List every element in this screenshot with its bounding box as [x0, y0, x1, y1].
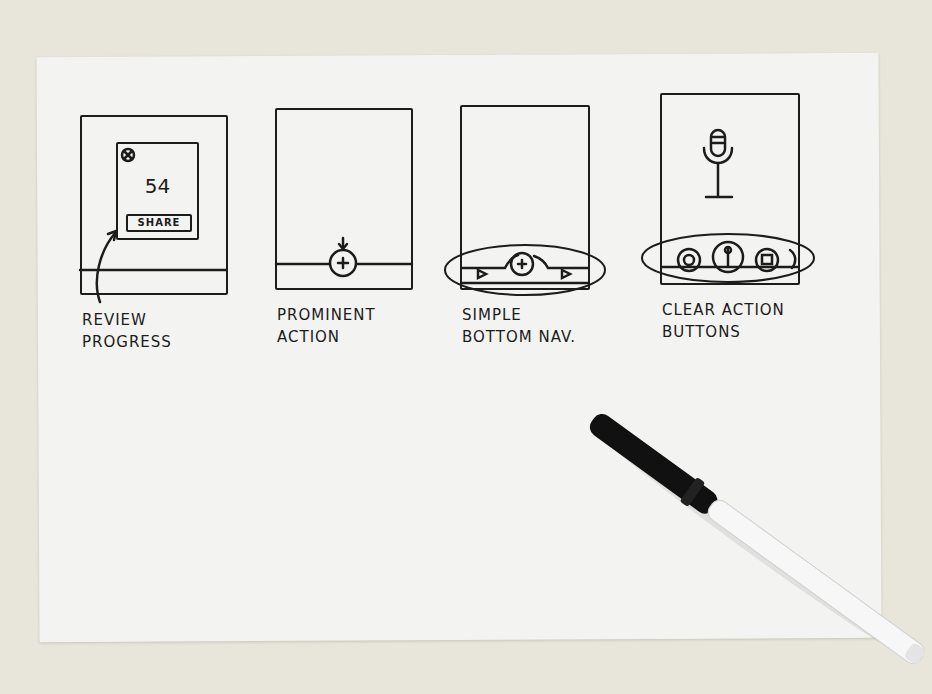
phone-frame: SIMPLE BOTTOM NAV. — [460, 105, 590, 290]
marker-pen — [584, 408, 931, 672]
progress-number: 54 — [118, 174, 197, 198]
progress-card: 54SHARE — [116, 142, 199, 240]
phone-frame: REVIEW PROGRESS54SHARE — [80, 115, 228, 295]
share-button: SHARE — [126, 214, 192, 232]
sketch-caption: SIMPLE BOTTOM NAV. — [462, 304, 587, 348]
button-label: SHARE — [128, 217, 190, 228]
sketch-caption: REVIEW PROGRESS — [82, 309, 197, 353]
sketch-caption: PROMINENT ACTION — [277, 304, 387, 348]
phone-frame: PROMINENT ACTION — [275, 108, 413, 290]
sketch-caption: CLEAR ACTION BUTTONS — [662, 299, 787, 343]
phone-frame: CLEAR ACTION BUTTONS — [660, 93, 800, 285]
